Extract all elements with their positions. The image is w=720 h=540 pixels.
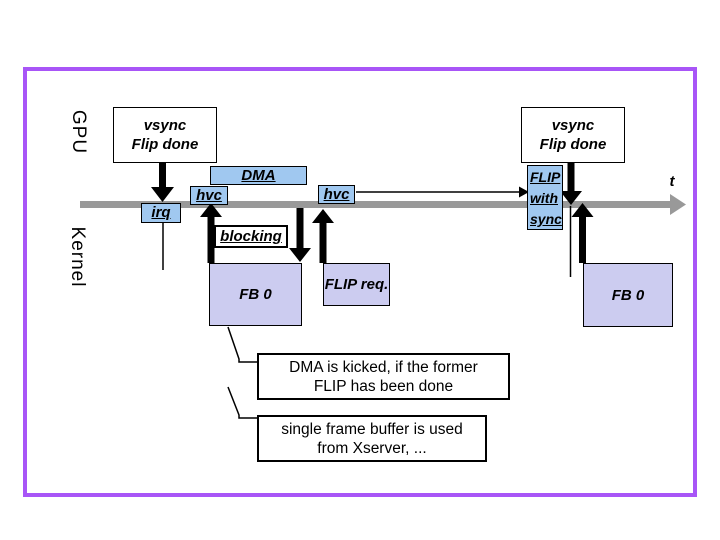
kernel-label-text: Kernel [67, 226, 88, 288]
timeline-bar [80, 201, 670, 208]
callout-line-single-framebuffer [227, 386, 257, 419]
callout-box-single-framebuffer: single frame buffer is used from Xserver… [257, 415, 487, 462]
flip-with-sync-line1: FLIP [530, 169, 561, 185]
callout-framebuffer-line1: single frame buffer is used [281, 420, 463, 438]
fb0-box-left: FB 0 [209, 263, 302, 326]
dma-down-arrow-icon [289, 208, 311, 262]
vsync-right-line1: vsync [551, 117, 595, 134]
time-axis-label: t [662, 173, 682, 190]
lane-label-gpu: GPU [56, 110, 100, 154]
dma-box: DMA [210, 166, 307, 185]
flip-with-sync-line3: sync [530, 211, 562, 227]
callout-dma-line2: FLIP has been done [313, 377, 454, 395]
blocking-label: blocking [220, 227, 282, 245]
gpu-label-text: GPU [68, 109, 89, 155]
hvc-box-left: hvc [190, 186, 228, 205]
hvc-box-right: hvc [318, 185, 355, 204]
lane-label-kernel: Kernel [42, 222, 112, 292]
vsync-left-down-arrow-icon [151, 163, 174, 202]
fb0-right-up-arrow-icon [571, 203, 594, 263]
flip-with-sync-box: FLIP with sync [527, 165, 563, 230]
fb0-right-label: FB 0 [611, 286, 645, 304]
hvc-left-label: hvc [196, 186, 222, 204]
timeline-arrowhead-icon [670, 194, 686, 215]
vsync-left-line1: vsync [143, 117, 187, 134]
flip-req-box: FLIP req. [323, 263, 390, 306]
flip-with-sync-line2: with [530, 190, 558, 206]
fb0-left-label: FB 0 [239, 286, 272, 303]
hvc-right-label: hvc [323, 185, 350, 203]
blocking-box: blocking [214, 225, 288, 248]
callout-line-dma-kicked [227, 326, 257, 363]
callout-dma-line1: DMA is kicked, if the former [289, 358, 478, 376]
blocking-up-arrow-icon [200, 203, 222, 263]
irq-box: irq [141, 203, 181, 223]
irq-label: irq [151, 204, 171, 221]
callout-box-dma-kicked: DMA is kicked, if the former FLIP has be… [257, 353, 510, 400]
vsync-right-line2: Flip done [539, 136, 607, 153]
fb0-box-right: FB 0 [583, 263, 673, 327]
callout-framebuffer-line2: from Xserver, ... [317, 439, 427, 457]
flip-req-label: FLIP req. [324, 276, 389, 293]
t-label-text: t [669, 173, 675, 190]
vsync-left-line2: Flip done [131, 136, 199, 153]
hvc-to-flip-arrowhead-icon [519, 186, 529, 198]
flip-req-up-arrow-icon [312, 209, 334, 263]
vsync-flip-done-box-left: vsync Flip done [113, 107, 217, 163]
vsync-flip-done-box-right: vsync Flip done [521, 107, 625, 163]
dma-label: DMA [241, 166, 276, 184]
vsync-right-down-arrow-icon [560, 163, 582, 205]
